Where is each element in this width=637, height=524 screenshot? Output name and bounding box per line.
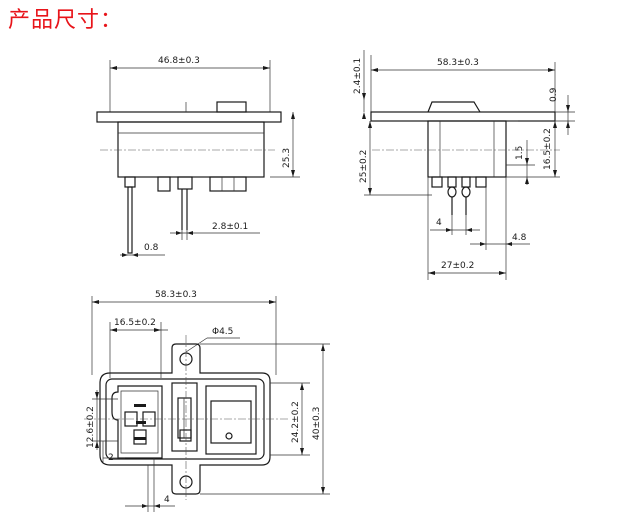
dim-face-width: 58.3±0.3 (155, 290, 197, 300)
dim-right-top: 2.4±0.1 (353, 58, 363, 94)
front-face-view: 58.3±0.3 16.5±0.2 Φ4.5 (84, 290, 330, 512)
dim-face-body-height: 24.2±0.2 (291, 401, 301, 443)
dim-front-height: 25.3 (282, 148, 292, 168)
dim-right-flange: 0.9 (549, 87, 559, 102)
dim-face-bottom-offset: 4 (164, 495, 170, 505)
dim-right-pin-gap: 4 (436, 218, 442, 228)
dim-right-inner-depth: 16.5±0.2 (543, 128, 553, 170)
dim-face-total-height: 40±0.3 (312, 407, 322, 440)
page-title: 产品尺寸： (8, 8, 124, 33)
dim-face-small-2: 2 (108, 453, 114, 463)
dim-front-width: 46.8±0.3 (158, 56, 200, 66)
dim-right-step: 1.5 (515, 146, 525, 160)
dim-right-depth: 25±0.2 (359, 150, 369, 183)
dim-right-base: 27±0.2 (441, 261, 474, 271)
dim-face-inlet-width: 16.5±0.2 (114, 318, 156, 328)
dim-pin-spacing: 2.8±0.1 (212, 222, 248, 232)
dim-pin-thickness: 0.8 (144, 243, 159, 253)
right-side-view: 58.3±0.3 2.4±0.1 0.9 (353, 50, 575, 280)
front-side-view: 46.8±0.3 25.3 2.8±0.1 (96, 56, 300, 257)
dim-face-hole: Φ4.5 (212, 327, 233, 337)
dim-face-inlet-height: 12.6±0.2 (86, 406, 96, 448)
dim-right-width: 58.3±0.3 (437, 58, 479, 68)
dim-right-offset: 4.8 (512, 233, 527, 243)
